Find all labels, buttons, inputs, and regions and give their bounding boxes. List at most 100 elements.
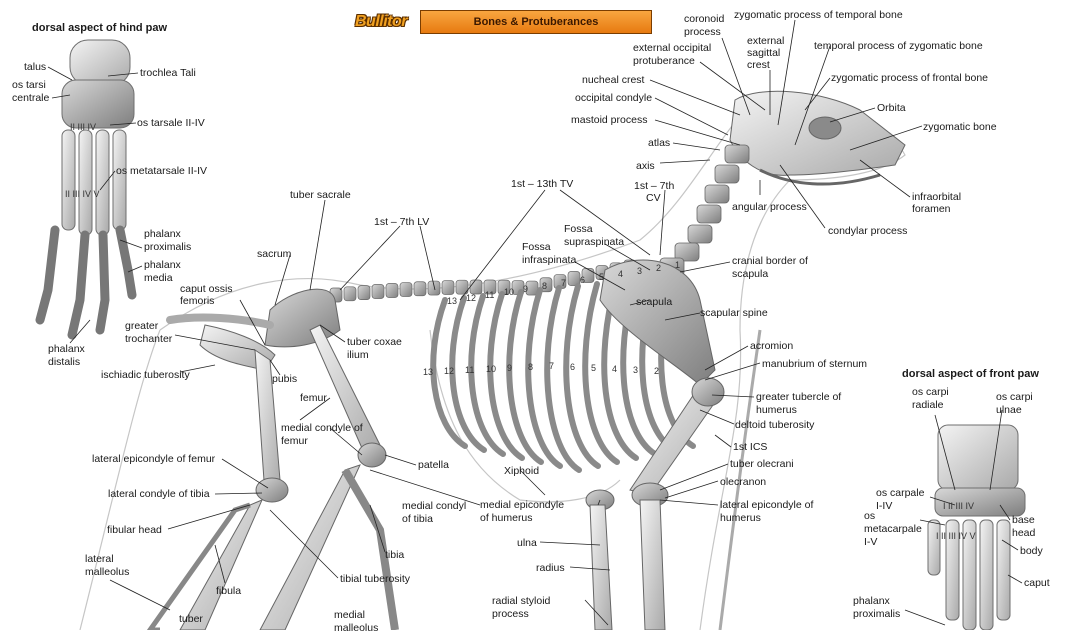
leader-line (904, 609, 946, 626)
label-fossa-supraspinata-2: supraspinata (564, 236, 625, 248)
leader-line (179, 364, 216, 373)
rib-number-upper: 8 (542, 281, 548, 291)
label-tuber-sacrale: tuber sacrale (290, 189, 351, 201)
rib-number-upper: 10 (504, 287, 515, 297)
leader-line (804, 77, 831, 111)
rib-number-lower: 13 (423, 367, 434, 377)
label-coronoid-process-1: coronoid (684, 13, 725, 25)
rib-number-upper: 3 (637, 266, 643, 276)
leader-line (369, 469, 481, 506)
leader-line (934, 414, 956, 491)
label-trochlea-tali: trochlea Tali (140, 67, 196, 79)
leader-line (214, 544, 226, 584)
leader-line (274, 254, 291, 306)
rib-number-upper: 12 (466, 293, 477, 303)
label-tuber-coxae-2: ilium (347, 349, 369, 361)
leader-line (664, 480, 719, 499)
leader-line (777, 19, 796, 126)
label-cervical-vertebrae-2: CV (646, 192, 661, 204)
leader-line (47, 66, 73, 81)
leader-line (849, 125, 923, 151)
label-os-tarsi-centrale-1: os tarsi (12, 79, 46, 91)
leader-line (519, 469, 546, 496)
rib-number-upper: 9 (523, 284, 529, 294)
label-os-metatarsale: os metatarsale II-IV (116, 165, 208, 177)
leader-line (714, 434, 732, 448)
label-greater-tubercle-1: greater tubercle of (756, 391, 842, 403)
rib-number-lower: 7 (549, 361, 555, 371)
label-occipital-condyle: occipital condyle (575, 92, 653, 104)
label-axis: axis (636, 160, 655, 172)
leader-lines (47, 19, 1023, 626)
rib-number-upper: 2 (656, 263, 662, 273)
rib-number-upper: 11 (485, 290, 495, 300)
vertebral-column (329, 259, 637, 303)
leader-line (109, 122, 137, 126)
rib-number-lower: 3 (633, 365, 639, 375)
leader-line (339, 225, 401, 291)
label-carpal-numbers: I II III IV (943, 501, 975, 511)
leader-line (419, 225, 436, 291)
leader-line (989, 409, 1003, 491)
label-olecranon: olecranon (720, 476, 767, 488)
leader-line (119, 239, 143, 249)
label-temporal-process-zygomatic: temporal process of zygomatic bone (814, 40, 983, 52)
leader-line (679, 261, 731, 273)
label-lateral-malleolus-2: malleolus (85, 566, 130, 578)
leader-line (221, 458, 269, 489)
label-cervical-vertebrae-1: 1st – 7th (634, 180, 675, 192)
label-external-sagittal-3: crest (747, 59, 770, 71)
leader-line (174, 334, 256, 351)
label-manubrium: manubrium of sternum (762, 358, 868, 370)
label-lateral-epicondyle-femur: lateral epicondyle of femur (92, 453, 216, 465)
rib (544, 285, 582, 473)
leader-line (699, 409, 735, 425)
label-os-carpi-ulnae-1: os carpi (996, 391, 1033, 403)
label-fossa-infraspinata-1: Fossa (522, 241, 551, 253)
label-phalanx-media-1: phalanx (144, 259, 181, 271)
leader-line (1007, 574, 1023, 584)
label-os-metacarpale-1: os (864, 510, 876, 522)
fore-limb (585, 329, 762, 630)
leader-line (329, 427, 363, 456)
leader-line (319, 324, 346, 343)
label-phalanx-distalis-2: distalis (48, 356, 81, 368)
front-paw-title: dorsal aspect of front paw (902, 368, 1039, 380)
leader-line (654, 119, 741, 146)
label-ischiadic-tuberosity: ischiadic tuberosity (101, 369, 190, 381)
rib (449, 295, 487, 453)
leader-line (604, 243, 651, 271)
label-medial-condyl-tibia-2: of tibia (402, 513, 433, 525)
rib-number-lower: 12 (444, 366, 455, 376)
label-medial-epicondyle-1: medial epicondyle (480, 499, 565, 511)
label-lateral-malleolus-1: lateral (85, 553, 114, 565)
rib-number-lower: 2 (654, 366, 660, 376)
label-os-carpale-2: I-IV (876, 500, 893, 512)
label-medial-malleolus-2: malleolus (334, 622, 379, 634)
label-zygomatic-process-temporal: zygomatic process of temporal bone (734, 9, 903, 21)
label-lumbar-vertebrae: 1st – 7th LV (374, 216, 430, 228)
leader-line (167, 504, 251, 530)
rib-number-upper: 13 (447, 296, 458, 306)
label-sacrum: sacrum (257, 248, 292, 260)
label-talus: talus (24, 61, 47, 73)
label-medial-malleolus-1: medial (334, 609, 365, 621)
hind-paw (35, 39, 137, 340)
label-tuber-olecrani: tuber olecrani (730, 458, 794, 470)
label-os-tarsi-centrale-2: centrale (12, 92, 50, 104)
label-front-phalanx-1: phalanx (853, 595, 890, 607)
label-angular-process: angular process (732, 201, 807, 213)
label-external-occipital-1: external occipital (633, 42, 712, 54)
leader-line (699, 61, 766, 111)
label-radial-styloid-2: process (492, 608, 529, 620)
label-base-head-1: base (1012, 514, 1035, 526)
label-caput-femoris-2: femoris (180, 295, 215, 307)
leader-line (999, 504, 1011, 521)
leader-line (664, 312, 701, 321)
rib (525, 287, 563, 469)
label-phalanx-distalis-1: phalanx (48, 343, 85, 355)
vertebra (413, 281, 427, 297)
label-infraorbital-foramen-1: infraorbital (912, 191, 962, 203)
vertebra (427, 280, 441, 296)
